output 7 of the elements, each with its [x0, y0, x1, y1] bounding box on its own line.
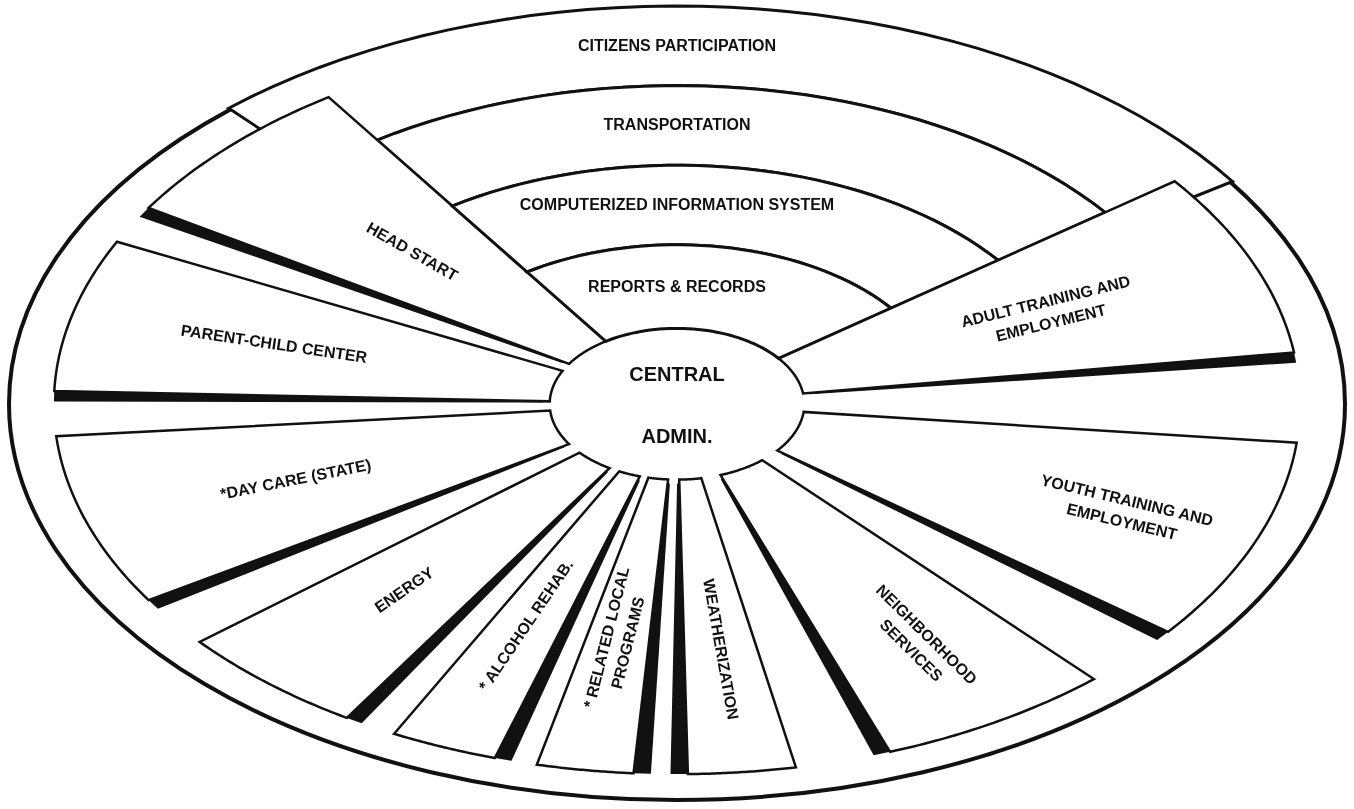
band-label: REPORTS & RECORDS — [588, 276, 766, 297]
band-label: CITIZENS PARTICIPATION — [577, 36, 777, 56]
hub-label: ADMIN. — [641, 423, 713, 449]
hub-label: CENTRAL — [629, 361, 725, 387]
wedge-label: *DAY CARE (STATE) — [218, 455, 373, 505]
band-label: COMPUTERIZED INFORMATION SYSTEM — [519, 195, 835, 216]
band-label: TRANSPORTATION — [603, 115, 751, 136]
